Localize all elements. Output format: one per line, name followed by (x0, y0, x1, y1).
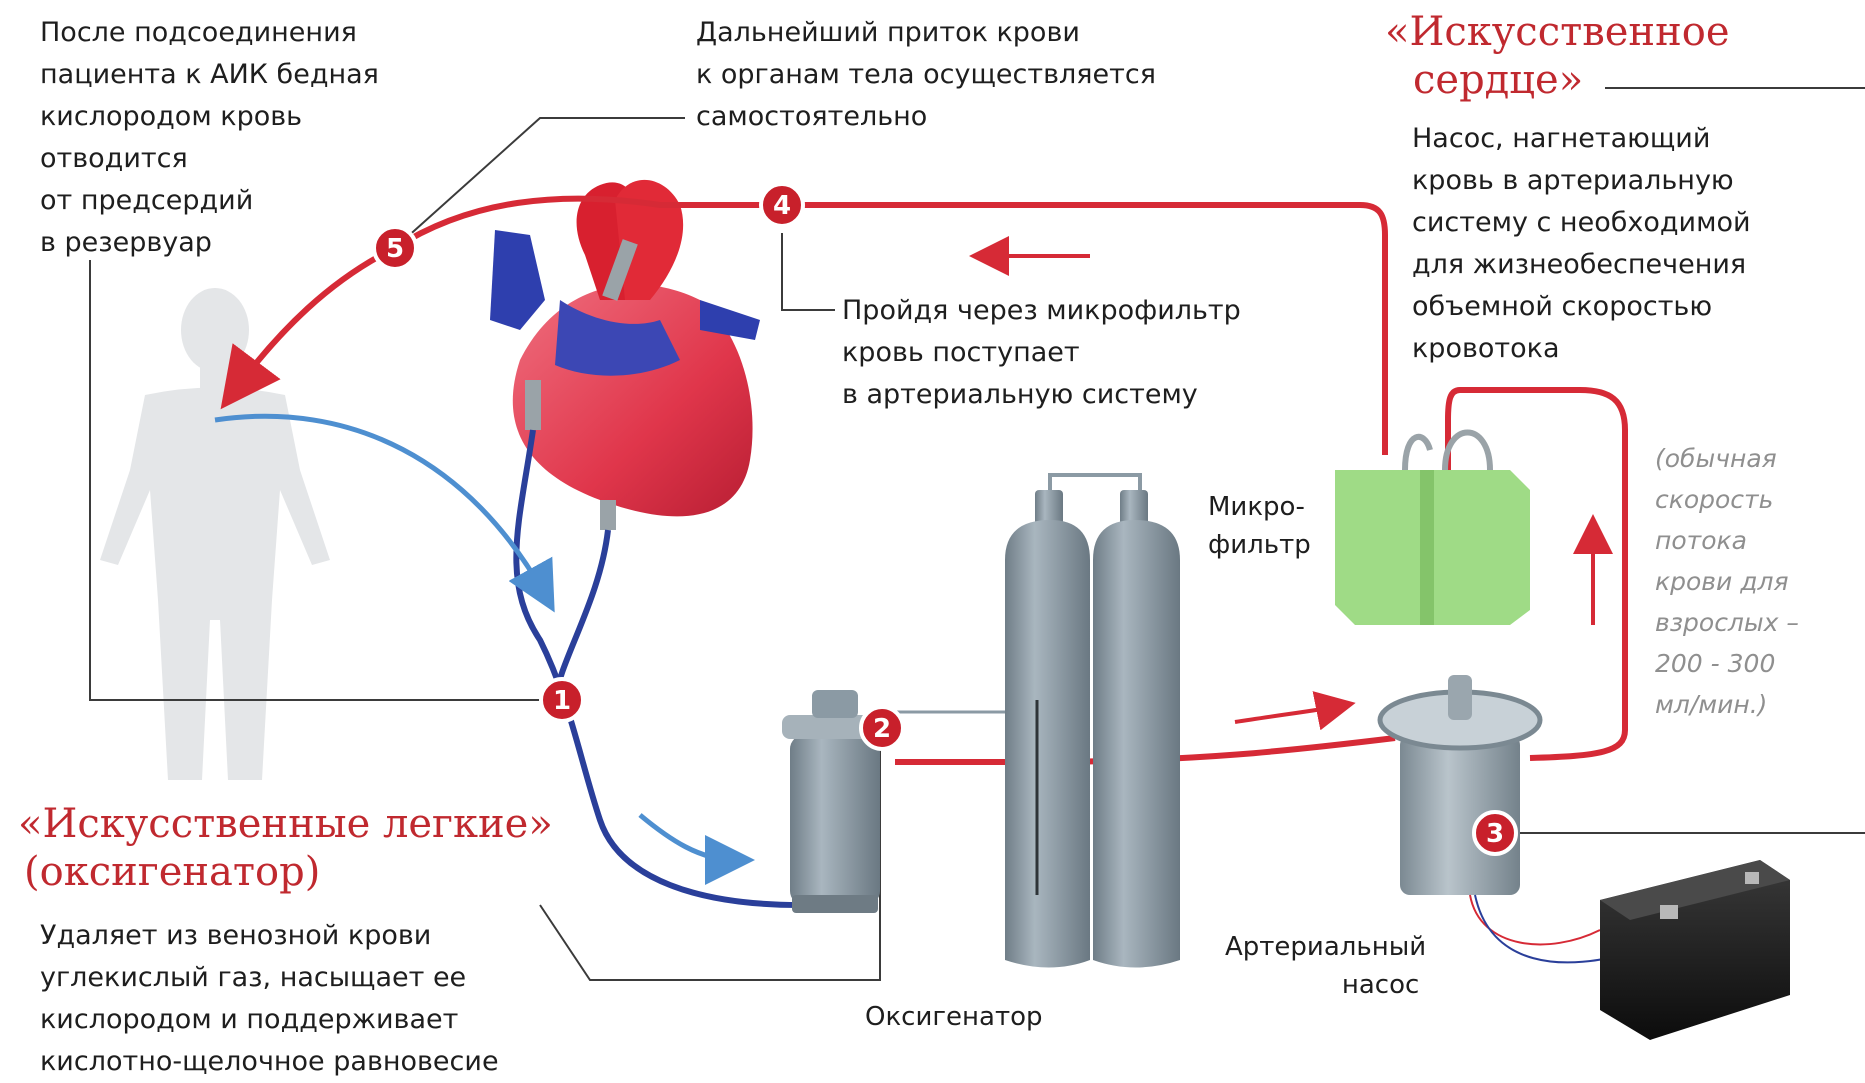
step-5-description: Дальнейший приток крови к органам тела о… (696, 12, 1156, 138)
arterial-pump-device (1380, 675, 1540, 895)
heading-artificial-heart: «Искусственное сердце» (1385, 8, 1730, 104)
gas-cylinders (890, 475, 1180, 968)
step-1-description: После подсоединения пациента к АИК бедна… (40, 12, 379, 264)
microfilter-device (1335, 433, 1530, 626)
step-badge-4: 4 (761, 184, 803, 226)
label-oxygenator: Оксигенатор (865, 998, 1043, 1036)
patient-silhouette (100, 288, 330, 780)
label-arterial-pump: Артериальный насос (1225, 928, 1426, 1004)
step-badge-number: 2 (873, 714, 891, 744)
step-badge-number: 1 (553, 686, 571, 716)
return-to-patient-arrow (235, 248, 395, 390)
step-badge-2: 2 (861, 707, 903, 749)
step-badge-5: 5 (374, 227, 416, 269)
step-badge-number: 3 (1486, 819, 1504, 849)
label-microfilter: Микро- фильтр (1208, 488, 1311, 564)
step-badge-1: 1 (541, 679, 583, 721)
flow-rate-note: (обычная скорость потока крови для взрос… (1655, 438, 1799, 725)
step-2-description: Удаляет из венозной крови углекислый газ… (40, 915, 499, 1083)
step-3-description: Насос, нагнетающий кровь в артериальную … (1412, 118, 1751, 370)
step-badge-number: 5 (386, 234, 404, 264)
step-4-description: Пройдя через микрофильтр кровь поступает… (842, 290, 1241, 416)
step-badge-number: 4 (773, 191, 791, 221)
step-badge-3: 3 (1474, 812, 1516, 854)
heading-artificial-lungs: «Искусственные легкие» (оксигенатор) (18, 800, 553, 896)
heart-illustration (490, 180, 760, 530)
